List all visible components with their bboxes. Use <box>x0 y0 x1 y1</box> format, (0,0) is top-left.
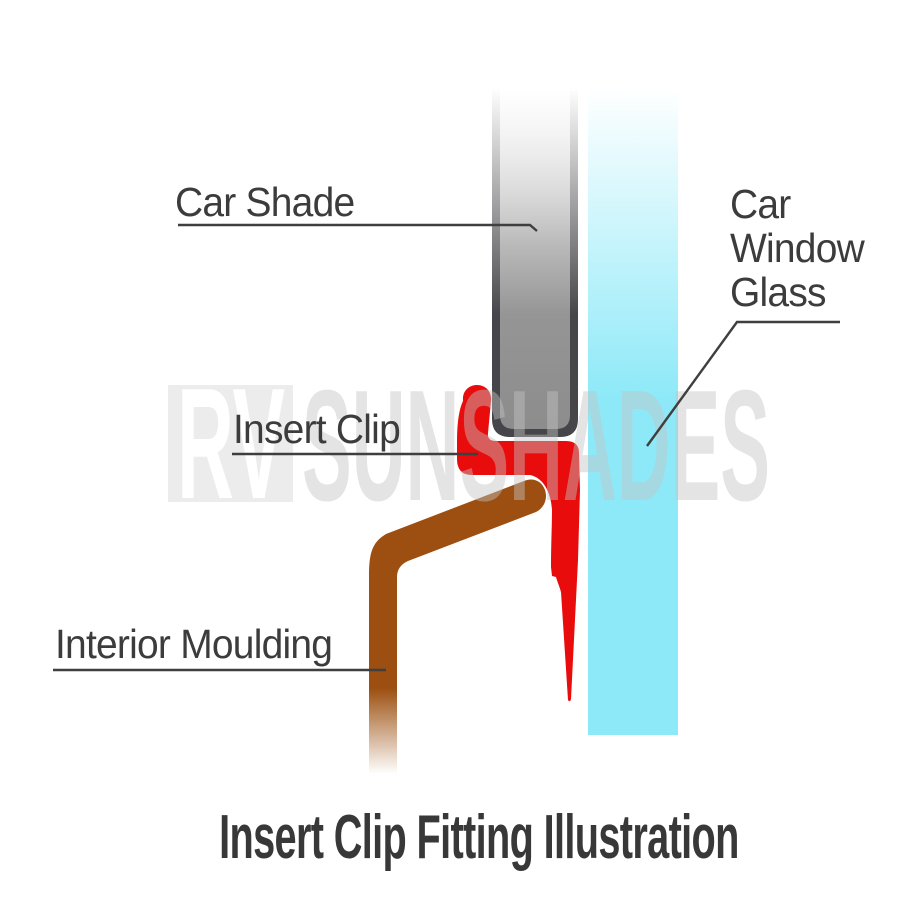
pointer-lines <box>53 223 840 672</box>
window-glass-pane <box>588 88 678 735</box>
watermark-sunshades-text: SUNSHADES <box>302 358 770 534</box>
watermark: RV SUNSHADES <box>168 356 770 534</box>
car-window-glass-label-line2: Window <box>730 225 865 271</box>
insert-clip-label: Insert Clip <box>233 406 401 452</box>
insert-clip-shape <box>457 385 580 702</box>
interior-moulding-label: Interior Moulding <box>55 621 333 667</box>
car-window-glass-label-line1: Car <box>730 181 791 227</box>
car-shade-label: Car Shade <box>175 179 355 225</box>
watermark-rv-text: RV <box>177 356 285 532</box>
interior-moulding-shape <box>369 479 546 776</box>
diagram-title-row: Insert Clip Fitting Illustration <box>0 802 900 873</box>
watermark-box <box>168 385 293 502</box>
car-shade-bar-core <box>500 88 570 429</box>
car-shade-pointer-line <box>178 223 538 232</box>
car-window-glass-label: Car Window Glass <box>730 181 865 315</box>
diagram-title: Insert Clip Fitting Illustration <box>219 803 739 872</box>
car-window-glass-label-line3: Glass <box>730 269 827 315</box>
window-glass-pointer-line <box>646 320 840 447</box>
car-shade-bar <box>492 88 578 437</box>
